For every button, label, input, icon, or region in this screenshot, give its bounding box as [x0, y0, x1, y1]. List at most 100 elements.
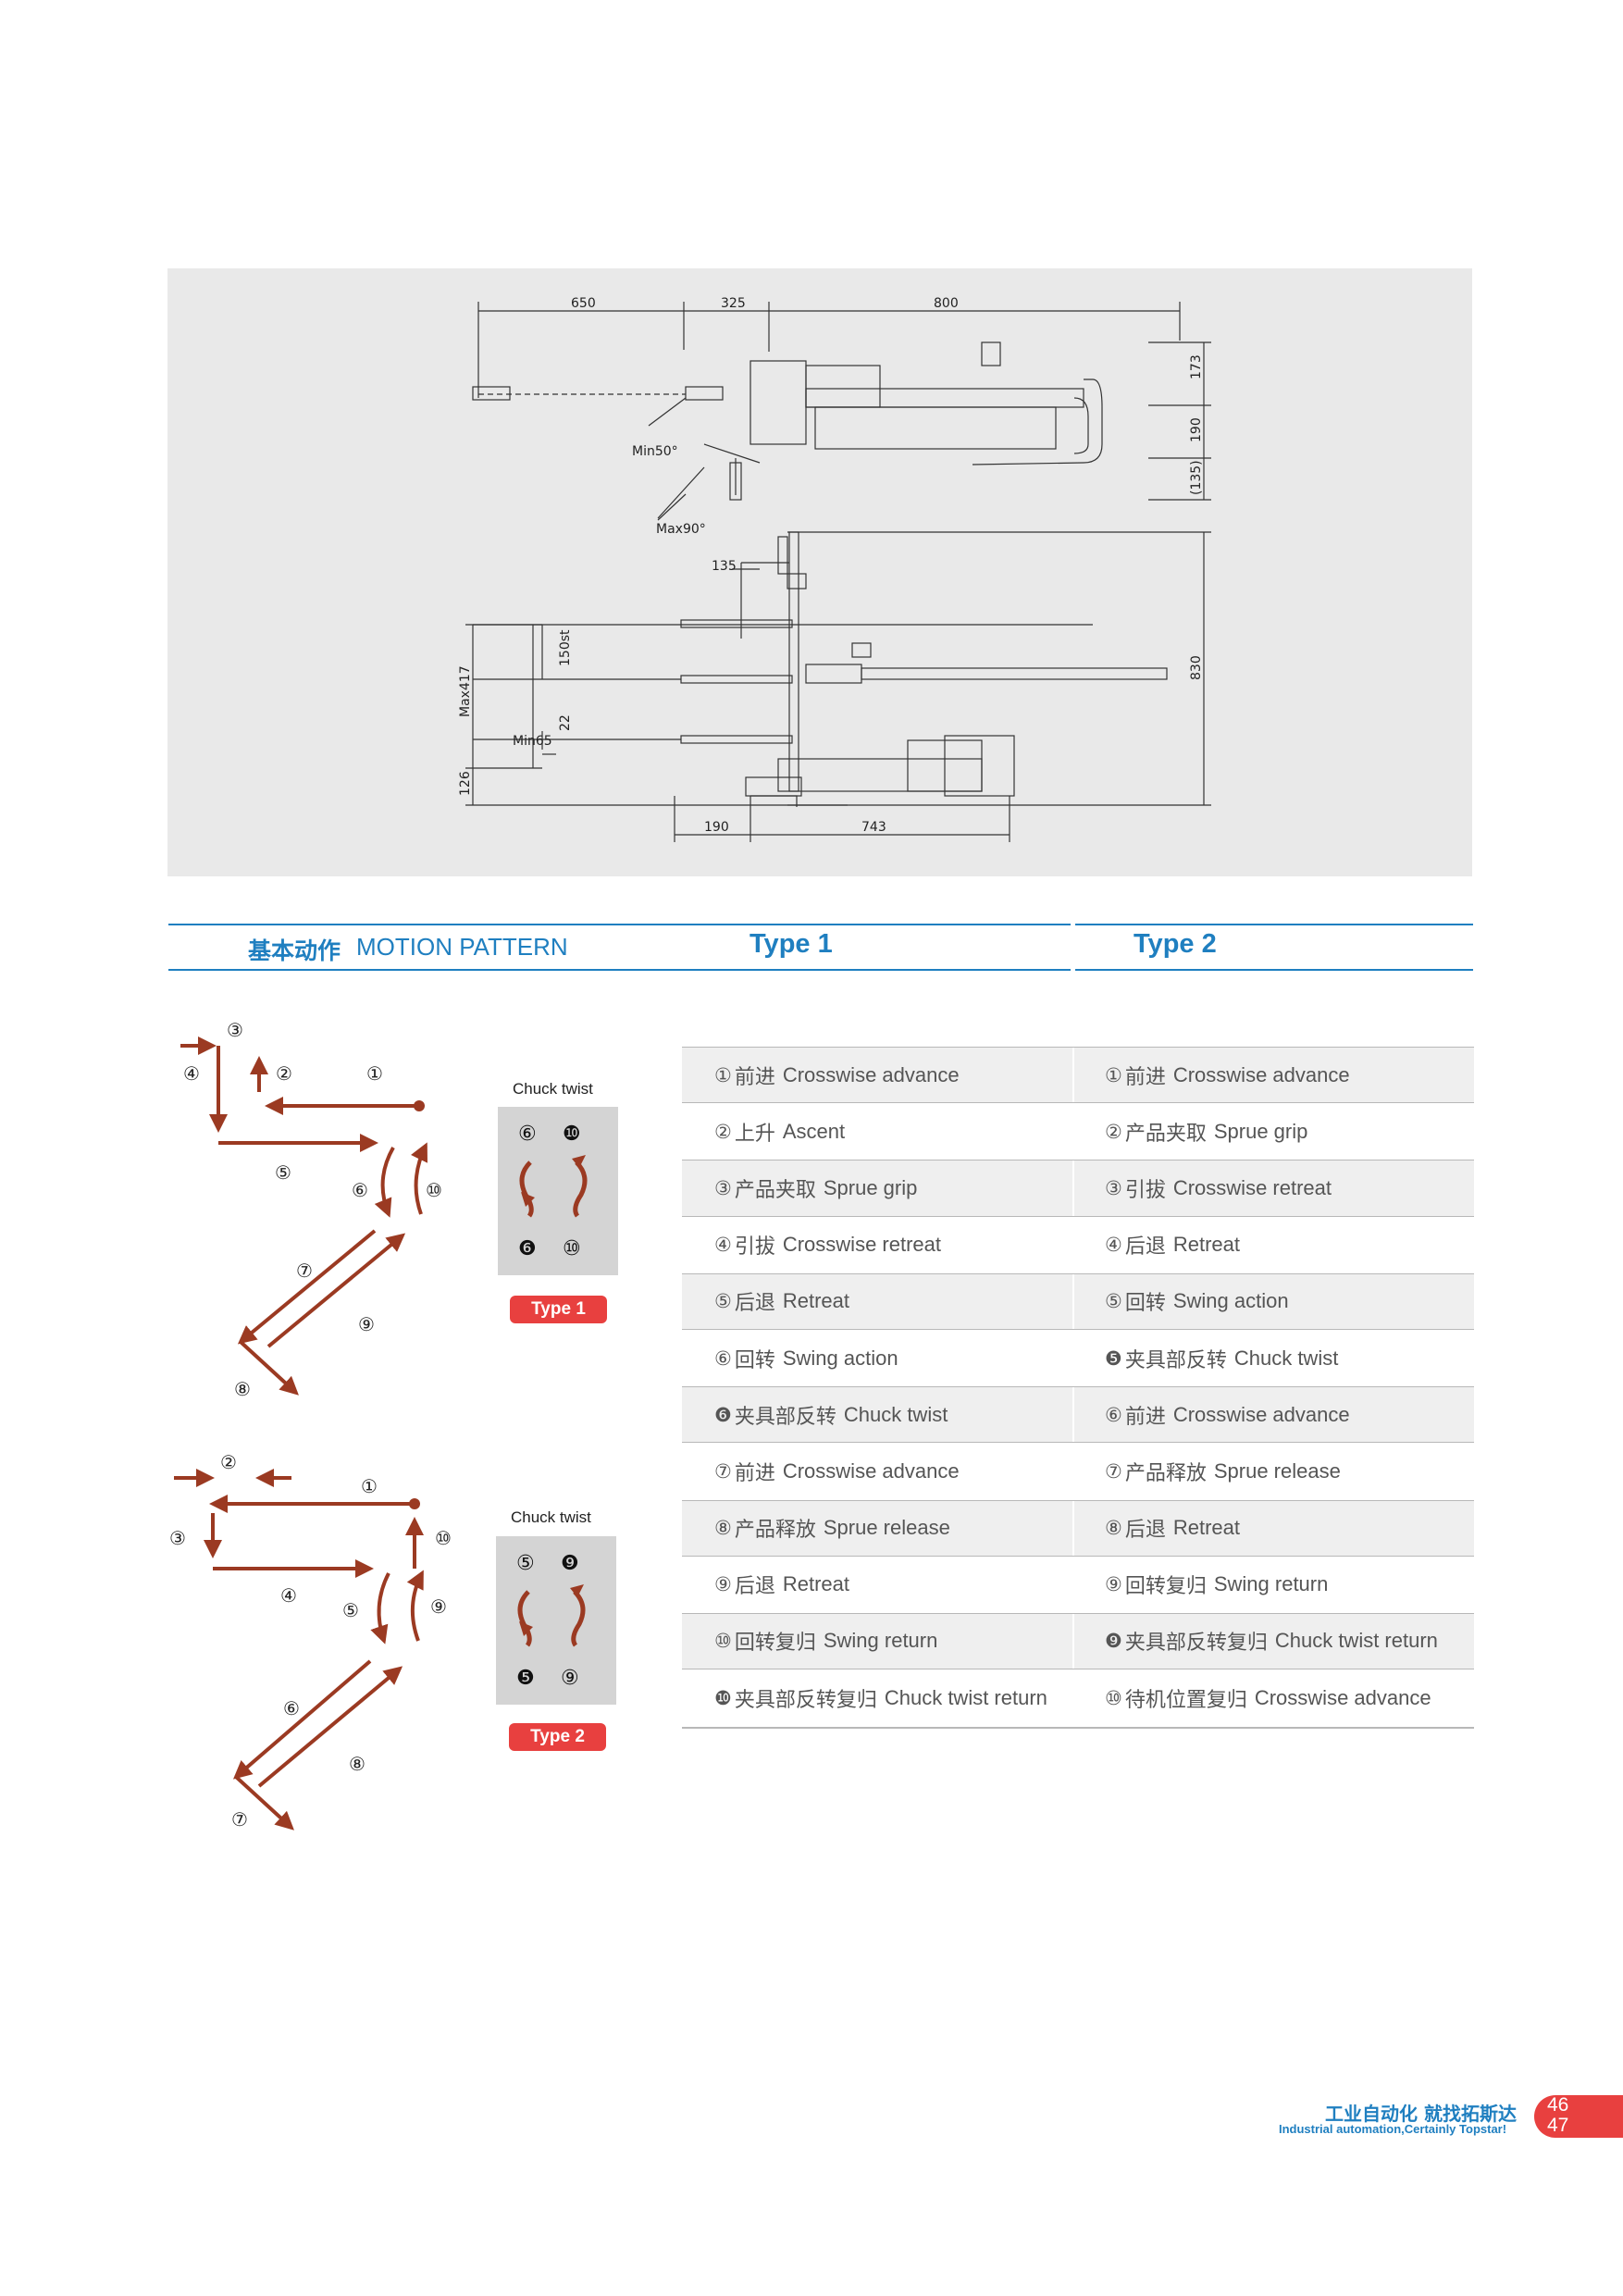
chuck-bottom-a: ❺ — [516, 1667, 535, 1690]
step-en: Crosswise advance — [782, 1458, 960, 1483]
column-divider — [1072, 1500, 1074, 1556]
step-en: Chuck twist — [1233, 1346, 1339, 1370]
dim-830: 830 — [1189, 655, 1204, 680]
step-number: ② — [1105, 1120, 1122, 1143]
step-en: Retreat — [782, 1289, 849, 1313]
step-number: ⑧ — [1105, 1517, 1122, 1540]
motion-diagram-type2: ② ① ③ ⑩ ④ ⑤ ⑨ ⑥ ⑧ ⑦ — [169, 1451, 452, 1831]
dim-135: 135 — [712, 559, 737, 574]
page-number-right: 47 — [1547, 2115, 1569, 2136]
step-cn: 引拔 — [734, 1235, 775, 1260]
type1-badge: Type 1 — [510, 1296, 607, 1323]
step-en: Crosswise advance — [1172, 1062, 1350, 1086]
step-cn: 前进 — [1124, 1405, 1166, 1429]
start-point — [414, 1100, 425, 1111]
step-cn: 上升 — [734, 1122, 775, 1146]
step-cn: 引拔 — [1124, 1178, 1166, 1202]
step-label-5: ⑤ — [342, 1599, 359, 1621]
footer-slogan-cn: 工业自动化 就找拓斯达 — [1325, 2103, 1517, 2125]
step-number: ❻ — [714, 1403, 732, 1426]
step-en: Chuck twist — [843, 1402, 948, 1426]
step-label-1: ① — [361, 1475, 378, 1497]
step-cn: 产品释放 — [1124, 1461, 1207, 1485]
step-label-2: ② — [276, 1062, 292, 1085]
step-number: ⑤ — [1105, 1290, 1122, 1313]
step-label-10: ⑩ — [435, 1527, 452, 1549]
step-number: ① — [1105, 1063, 1122, 1086]
step-en: Crosswise retreat — [782, 1233, 941, 1257]
column-divider — [1072, 1613, 1074, 1669]
step-en: Swing return — [823, 1629, 938, 1653]
technical-drawing: 650 325 800 173 190 (135) Min50° Max90° … — [167, 268, 1472, 876]
dim-173: 173 — [1189, 354, 1204, 379]
step-en: Crosswise advance — [1254, 1685, 1431, 1709]
step-label-7: ⑦ — [231, 1808, 248, 1831]
chuck-top-a: ⑥ — [518, 1123, 537, 1146]
dim-max417: Max417 — [458, 665, 473, 717]
chuck-bottom-b: ⑩ — [563, 1237, 581, 1260]
table-bottom-rule — [682, 1727, 1474, 1729]
step-cn: 产品释放 — [734, 1519, 816, 1543]
step-cn: 待机位置复归 — [1124, 1688, 1247, 1712]
chuck-twist-panel: ⑥ ❿ ❻ ⑩ — [498, 1107, 618, 1275]
chuck-twist-icon: ⑥ ❿ ❻ ⑩ — [518, 1123, 588, 1260]
dim-325: 325 — [721, 296, 746, 311]
dim-800: 800 — [934, 296, 959, 311]
step-number: ⑥ — [1105, 1403, 1122, 1426]
step-cn: 回转 — [734, 1348, 775, 1372]
step-label-6: ⑥ — [352, 1179, 368, 1201]
type1-heading: Type 1 — [750, 929, 833, 959]
page-number-tab — [1534, 2095, 1623, 2138]
step-cn: 回转复归 — [1124, 1575, 1207, 1599]
dim-650: 650 — [571, 296, 596, 311]
dimension-drawing: 650 325 800 173 190 (135) Min50° Max90° … — [458, 296, 1211, 842]
step-number: ❿ — [714, 1686, 732, 1709]
step-number: ⑦ — [714, 1459, 732, 1483]
step-label-3: ③ — [169, 1527, 186, 1549]
chuck-twist-panel: ⑤ ❾ ❺ ⑨ — [496, 1536, 616, 1705]
step-number: ④ — [1105, 1234, 1122, 1257]
step-label-8: ⑧ — [234, 1378, 251, 1400]
column-divider — [1072, 1048, 1074, 1103]
type2-heading: Type 2 — [1134, 929, 1217, 959]
step-cn: 后退 — [734, 1292, 775, 1316]
step-cn: 后退 — [1124, 1235, 1166, 1260]
step-label-8: ⑧ — [349, 1753, 365, 1775]
column-divider — [1072, 1387, 1074, 1443]
step-en: Retreat — [1172, 1516, 1240, 1540]
page-number-left: 46 — [1547, 2094, 1569, 2116]
chuck-twist-label: Chuck twist — [513, 1080, 593, 1098]
step-number: ⑨ — [714, 1573, 732, 1596]
step-cn: 后退 — [1124, 1519, 1166, 1543]
step-en: Retreat — [1172, 1233, 1240, 1257]
step-cn: 夹具部反转 — [734, 1405, 836, 1429]
step-number: ❾ — [1105, 1630, 1122, 1653]
step-en: Swing return — [1213, 1572, 1329, 1596]
step-number: ⑤ — [714, 1290, 732, 1313]
step-en: Sprue grip — [823, 1175, 918, 1199]
step-label-9: ⑨ — [430, 1595, 447, 1618]
step-label-7: ⑦ — [296, 1260, 313, 1282]
dim-min50: Min50° — [632, 444, 678, 459]
step-en: Chuck twist return — [884, 1685, 1047, 1709]
step-label-10: ⑩ — [426, 1179, 442, 1201]
